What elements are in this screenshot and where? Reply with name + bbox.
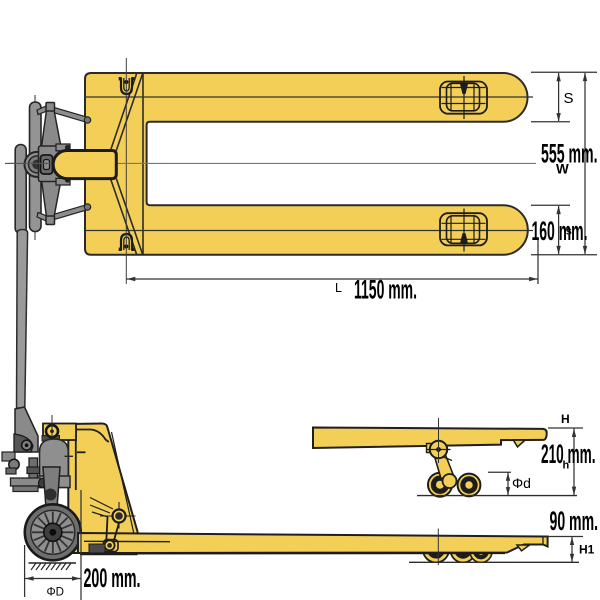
svg-text:555 mm.: 555 mm.	[541, 138, 598, 168]
svg-text:200 mm.: 200 mm.	[84, 563, 141, 593]
svg-text:H: H	[561, 412, 570, 426]
svg-text:s: s	[566, 226, 572, 238]
svg-text:L: L	[335, 281, 342, 295]
svg-text:90 mm.: 90 mm.	[550, 506, 599, 536]
svg-text:Φd: Φd	[512, 475, 531, 491]
svg-text:W: W	[556, 162, 569, 177]
svg-text:H1: H1	[579, 543, 595, 557]
svg-text:160 mm.: 160 mm.	[532, 216, 588, 246]
svg-text:210 mm.: 210 mm.	[541, 439, 596, 469]
svg-text:1150 mm.: 1150 mm.	[354, 274, 417, 304]
svg-text:S: S	[564, 90, 574, 107]
svg-text:h: h	[563, 460, 570, 472]
svg-text:ΦD: ΦD	[47, 587, 64, 599]
